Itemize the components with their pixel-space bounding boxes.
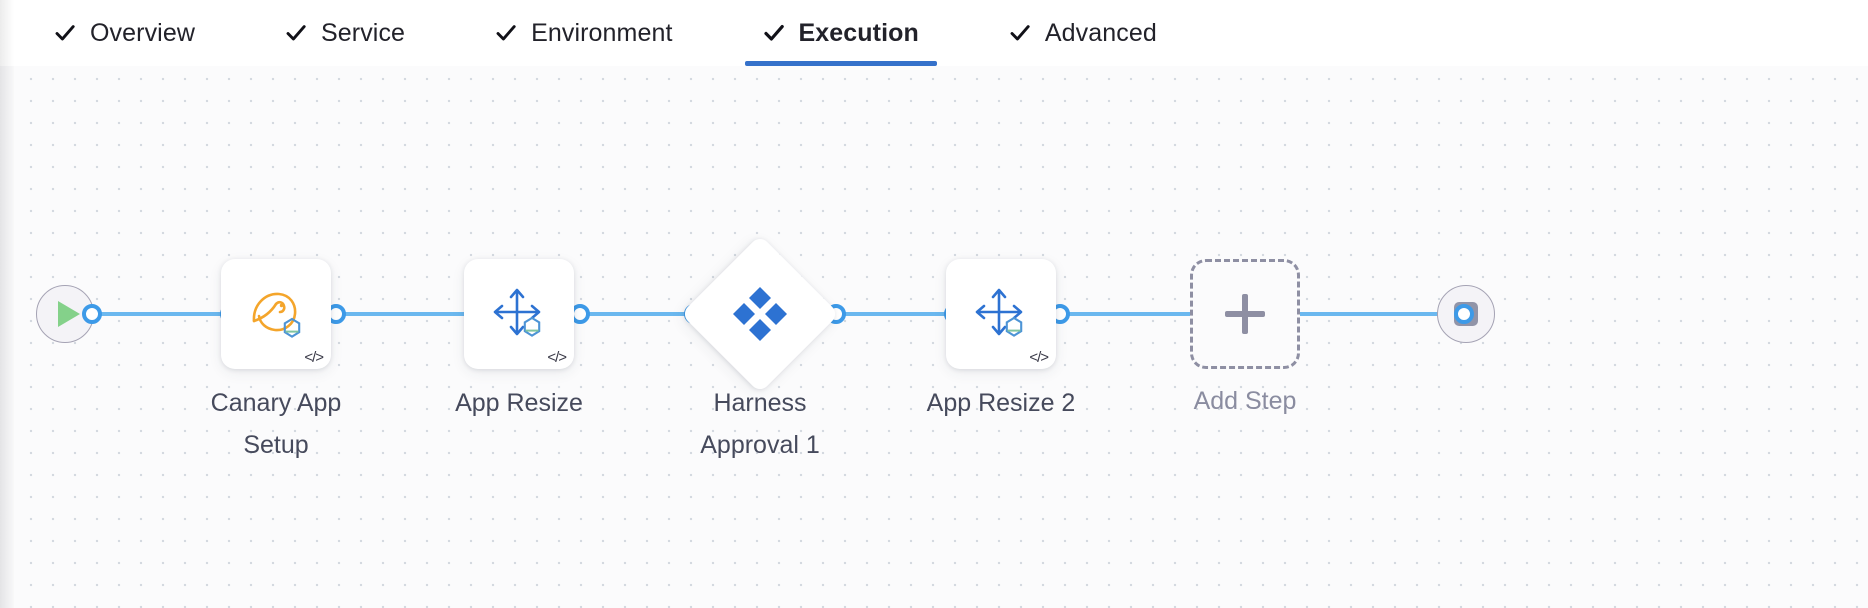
tab-label: Execution (798, 18, 919, 47)
check-icon (495, 22, 517, 44)
tab-label: Environment (531, 18, 673, 47)
tab-advanced[interactable]: Advanced (991, 0, 1175, 66)
tab-label: Advanced (1044, 18, 1157, 47)
tanzu-bird-icon (221, 259, 331, 369)
pipeline-canvas[interactable]: </> Canary App Setup (14, 62, 1868, 608)
connector-resize2-to-addstep (1060, 312, 1210, 316)
connector-canary-to-resize (338, 312, 516, 316)
tab-environment[interactable]: Environment (477, 0, 690, 66)
resize-arrows-icon (464, 259, 574, 369)
step-node-harness-approval-1[interactable] (680, 234, 840, 394)
check-icon (54, 22, 76, 44)
step-node-app-resize-2[interactable]: </> (946, 259, 1056, 369)
tab-execution[interactable]: Execution (744, 0, 938, 66)
pipeline-graph: </> Canary App Setup (14, 62, 1868, 608)
check-icon (1009, 22, 1031, 44)
step-node-app-resize[interactable]: </> (464, 259, 574, 369)
connector-approval-to-resize2 (824, 312, 974, 316)
connector-resize-to-approval (580, 312, 740, 316)
code-icon: </> (304, 349, 324, 366)
connector-start-to-canary (98, 312, 276, 316)
connector-addstep-to-end (1298, 312, 1466, 316)
check-icon (285, 22, 307, 44)
link-dot-end-in[interactable] (1454, 304, 1474, 324)
pipeline-stage-tabs: Overview Service Environment (0, 0, 1868, 66)
tab-overview[interactable]: Overview (36, 0, 213, 66)
step-label-app-resize: App Resize (455, 389, 583, 417)
add-step-button[interactable] (1190, 259, 1300, 369)
add-step-label: Add Step (1193, 387, 1297, 415)
step-label-harness-approval-1: Harness Approval 1 (700, 389, 820, 459)
check-icon (763, 22, 785, 44)
tab-label: Overview (90, 18, 195, 47)
step-node-canary-app-setup[interactable]: </> (221, 259, 331, 369)
link-dot-start-out[interactable] (82, 304, 102, 324)
code-icon: </> (547, 349, 567, 366)
tab-service[interactable]: Service (267, 0, 423, 66)
plus-icon-vertical (1242, 294, 1248, 334)
step-label-app-resize-2: App Resize 2 (926, 389, 1076, 417)
code-icon: </> (1029, 349, 1049, 366)
canvas-left-edge-shadow (0, 62, 16, 608)
play-icon (57, 301, 80, 327)
step-label-canary-app-setup: Canary App Setup (210, 389, 342, 459)
tab-label: Service (321, 18, 406, 47)
resize-arrows-icon (946, 259, 1056, 369)
tabbar-left-edge-shadow (0, 0, 14, 66)
